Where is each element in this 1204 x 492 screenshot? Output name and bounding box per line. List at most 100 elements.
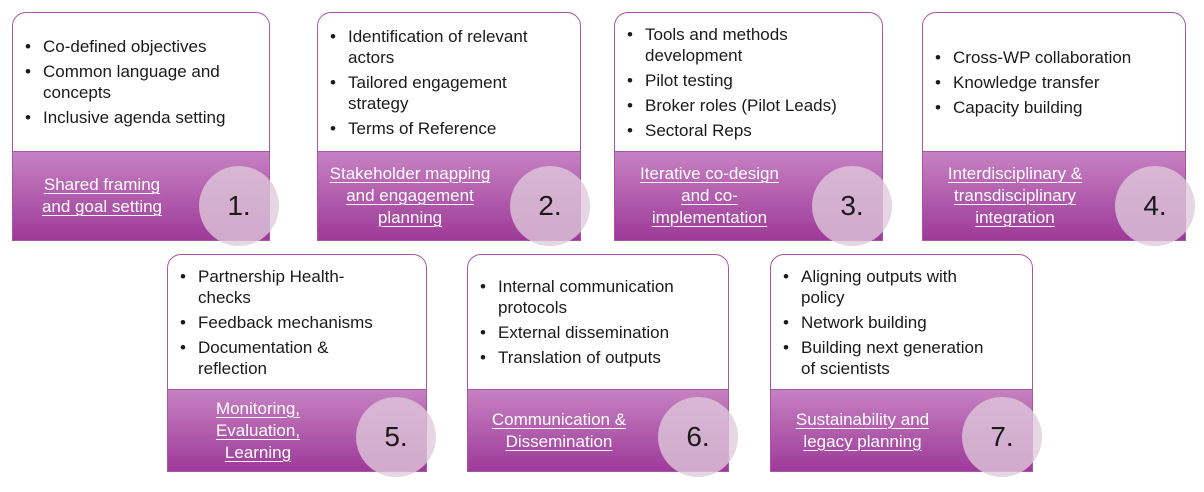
card-footer-band: Interdisciplinary & transdisciplinary in… (923, 151, 1195, 246)
card-bullet-list: • Partnership Health- checks • Feedback mec… (168, 255, 426, 389)
bullet-item: • Aligning outputs with policy (781, 266, 1026, 308)
bullet-text: Tailored engagement strategy (348, 72, 507, 113)
bullet-item: • Cross-WP collaboration (933, 47, 1179, 68)
bullet-text: Cross-WP collaboration (953, 47, 1132, 67)
bullet-item: • Sectoral Reps (625, 120, 876, 141)
bullet-item: • Feedback mechanisms (178, 312, 420, 333)
process-step-card: • Tools and methods development • Pilot tes… (614, 12, 892, 246)
bullet-item: • External dissemination (478, 322, 722, 343)
bullet-marker-icon: • (25, 62, 31, 81)
bullet-text: Tools and methods development (645, 24, 788, 65)
bullet-marker-icon: • (330, 26, 336, 46)
bullet-item: • Tailored engagement strategy (328, 72, 574, 114)
bullet-marker-icon: • (330, 72, 336, 92)
process-step-card: • Internal communication protocols • Extern… (467, 254, 738, 477)
bullet-text: Feedback mechanisms (198, 312, 373, 332)
process-step-card: • Aligning outputs with policy • Network bu… (770, 254, 1042, 477)
card-bullet-list: • Tools and methods development • Pilot tes… (615, 13, 882, 151)
bullet-marker-icon: • (627, 95, 633, 115)
bullet-item: • Documentation & reflection (178, 337, 420, 379)
bullet-marker-icon: • (180, 337, 186, 357)
bullet-text: Translation of outputs (498, 348, 661, 367)
step-number-badge: 6. (658, 397, 738, 477)
step-number: 1. (227, 190, 251, 221)
bullet-marker-icon: • (480, 348, 486, 367)
card-title-link[interactable]: Stakeholder mapping and engagement plann… (329, 164, 491, 227)
card-footer-band: Shared framing and goal setting 1. (13, 151, 279, 246)
card-bullet-list: • Identification of relevant actors • Tailo… (318, 13, 580, 151)
bullet-text: Inclusive agenda setting (43, 108, 226, 127)
bullet-text: Sectoral Reps (645, 120, 752, 140)
bullet-item: • Terms of Reference (328, 118, 574, 139)
card-bullet-list: • Internal communication protocols • Extern… (468, 255, 728, 389)
bullet-marker-icon: • (783, 266, 789, 286)
step-number: 7. (990, 421, 1014, 452)
bullet-text: Identification of relevant actors (348, 26, 528, 67)
step-number-badge: 3. (812, 166, 892, 246)
bullet-item: • Identification of relevant actors (328, 26, 574, 68)
bullet-marker-icon: • (627, 120, 633, 140)
step-number-badge: 7. (962, 397, 1042, 477)
bullet-item: • Partnership Health- checks (178, 266, 420, 308)
bullet-text: Co-defined objectives (43, 37, 207, 56)
card-title-link[interactable]: Monitoring, Evaluation, Learning (215, 398, 301, 462)
bullet-marker-icon: • (330, 118, 336, 138)
process-step-card: •Co-defined objectives•Common language a… (12, 12, 279, 246)
card-bullet-list: • Aligning outputs with policy • Network bu… (771, 255, 1032, 389)
process-step-card: • Identification of relevant actors • Tailo… (317, 12, 590, 246)
card-footer-band: Stakeholder mapping and engagement plann… (318, 151, 590, 246)
bullet-marker-icon: • (180, 266, 186, 286)
card-bullet-list: •Co-defined objectives•Common language a… (13, 13, 269, 151)
bullet-item: • Tools and methods development (625, 24, 876, 66)
bullet-text: Aligning outputs with policy (801, 266, 957, 307)
bullet-text: Internal communication protocols (498, 277, 674, 317)
bullet-text: Building next generation of scientists (801, 337, 984, 378)
bullet-text: Pilot testing (645, 70, 733, 90)
step-number-badge: 5. (356, 397, 436, 477)
bullet-marker-icon: • (783, 312, 789, 332)
card-title-link[interactable]: Sustainability and legacy planning (795, 409, 930, 451)
bullet-text: Documentation & reflection (198, 337, 329, 378)
bullet-marker-icon: • (480, 277, 486, 296)
bullet-marker-icon: • (783, 337, 789, 357)
bullet-item: • Broker roles (Pilot Leads) (625, 95, 876, 116)
bullet-text: External dissemination (498, 323, 670, 342)
card-title-link[interactable]: Interdisciplinary & transdisciplinary in… (947, 164, 1083, 227)
bullet-marker-icon: • (935, 47, 941, 67)
card-footer-band: Communication & Dissemination 6. (468, 389, 738, 477)
process-step-card: • Partnership Health- checks • Feedback mec… (167, 254, 436, 477)
step-number: 4. (1143, 190, 1167, 221)
bullet-item: • Inclusive agenda setting (23, 107, 263, 128)
step-number: 2. (538, 190, 562, 221)
process-step-card: • Cross-WP collaboration • Knowledge transf… (922, 12, 1195, 246)
bullet-marker-icon: • (627, 70, 633, 90)
bullet-text: Terms of Reference (348, 118, 497, 138)
step-number-badge: 1. (199, 166, 279, 246)
card-title-link[interactable]: Iterative co-design and co- implementati… (640, 164, 779, 227)
bullet-item: • Knowledge transfer (933, 72, 1179, 93)
step-number-badge: 4. (1115, 166, 1195, 246)
bullet-text: Broker roles (Pilot Leads) (645, 95, 837, 115)
bullet-item: • Internal communication protocols (478, 276, 722, 318)
card-footer-band: Sustainability and legacy planning 7. (771, 389, 1042, 477)
bullet-marker-icon: • (180, 312, 186, 332)
bullet-item: • Translation of outputs (478, 347, 722, 368)
step-number: 5. (384, 421, 408, 452)
bullet-item: • Pilot testing (625, 70, 876, 91)
bullet-item: •Co-defined objectives (23, 36, 263, 57)
card-bullet-list: • Cross-WP collaboration • Knowledge transf… (923, 13, 1185, 151)
card-title-link[interactable]: Communication & Dissemination (491, 409, 627, 451)
bullet-text: Common language and concepts (43, 62, 220, 102)
bullet-text: Knowledge transfer (953, 72, 1100, 92)
bullet-marker-icon: • (935, 97, 941, 117)
bullet-item: •Capacity building (933, 97, 1179, 118)
bullet-text: Network building (801, 312, 927, 332)
bullet-marker-icon: • (25, 108, 31, 127)
bullet-marker-icon: • (480, 323, 486, 342)
bullet-marker-icon: • (935, 72, 941, 92)
bullet-text: Partnership Health- checks (198, 266, 345, 307)
bullet-marker-icon: • (627, 24, 633, 44)
card-title-link[interactable]: Shared framing and goal setting (41, 175, 163, 216)
card-footer-band: Iterative co-design and co- implementati… (615, 151, 892, 246)
